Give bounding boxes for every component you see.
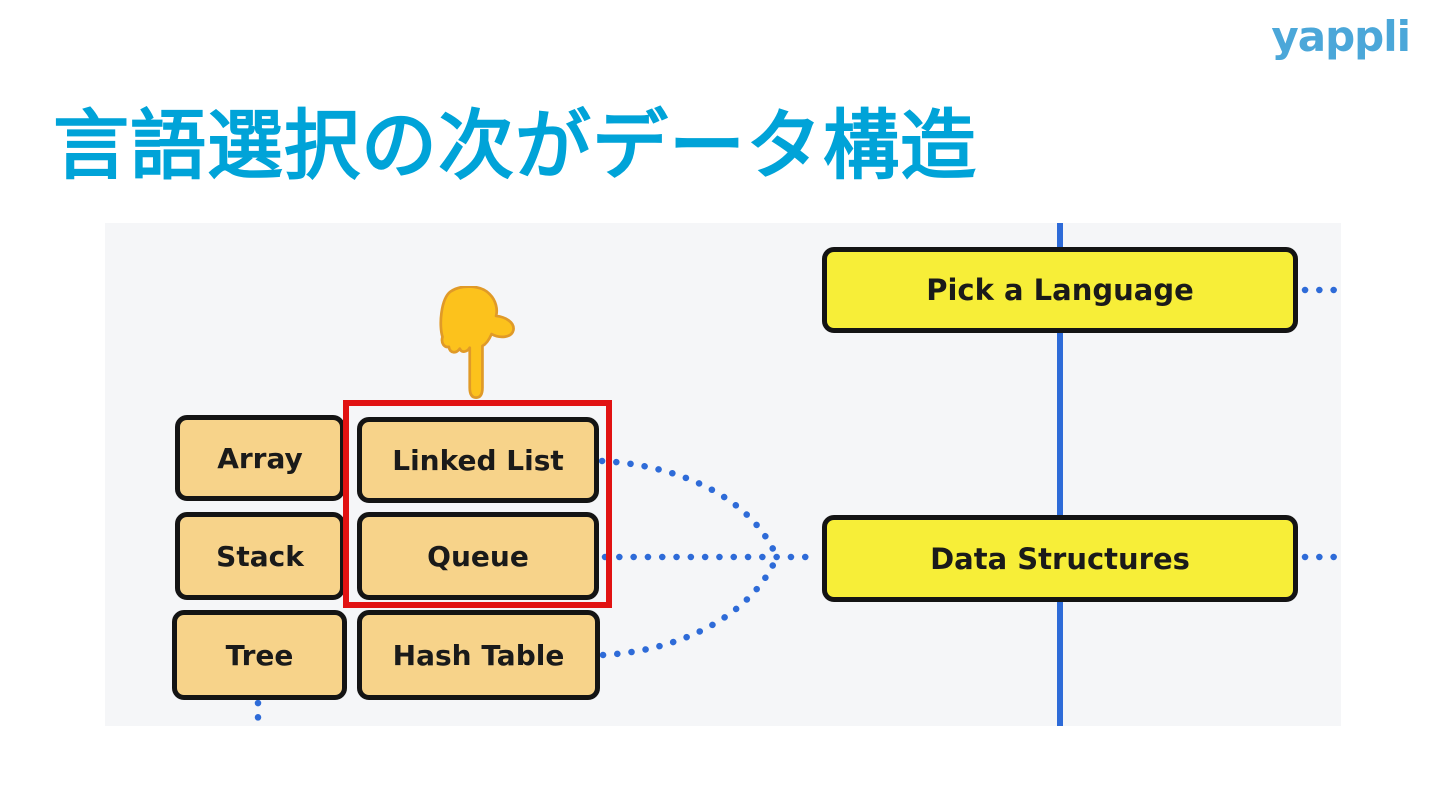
node-linked-list: Linked List bbox=[357, 417, 599, 503]
node-hash-table-label: Hash Table bbox=[392, 638, 565, 672]
node-tree-label: Tree bbox=[225, 638, 294, 672]
highlight-rectangle bbox=[343, 400, 612, 608]
pointing-down-hand-icon bbox=[439, 286, 515, 400]
yappli-logo: yappli bbox=[1271, 12, 1411, 61]
slide-title: 言語選択の次がデータ構造 bbox=[53, 101, 977, 190]
node-stack-label: Stack bbox=[216, 539, 304, 573]
node-data-structures: Data Structures bbox=[822, 515, 1298, 602]
node-hash-table: Hash Table bbox=[357, 610, 600, 700]
connector-linked-list bbox=[598, 457, 777, 553]
node-queue-label: Queue bbox=[427, 539, 529, 573]
node-linked-list-label: Linked List bbox=[392, 443, 564, 477]
node-array-label: Array bbox=[217, 441, 303, 475]
node-array: Array bbox=[175, 415, 345, 501]
node-pick-a-language: Pick a Language bbox=[822, 247, 1298, 333]
node-queue: Queue bbox=[357, 512, 599, 600]
node-data-structures-label: Data Structures bbox=[930, 541, 1190, 576]
connector-hash-table bbox=[599, 561, 777, 659]
node-stack: Stack bbox=[175, 512, 345, 600]
node-tree: Tree bbox=[172, 610, 347, 700]
node-pick-a-language-label: Pick a Language bbox=[926, 273, 1194, 307]
roadmap-diagram-panel: Pick a Language Data Structures Array Li… bbox=[105, 223, 1341, 726]
